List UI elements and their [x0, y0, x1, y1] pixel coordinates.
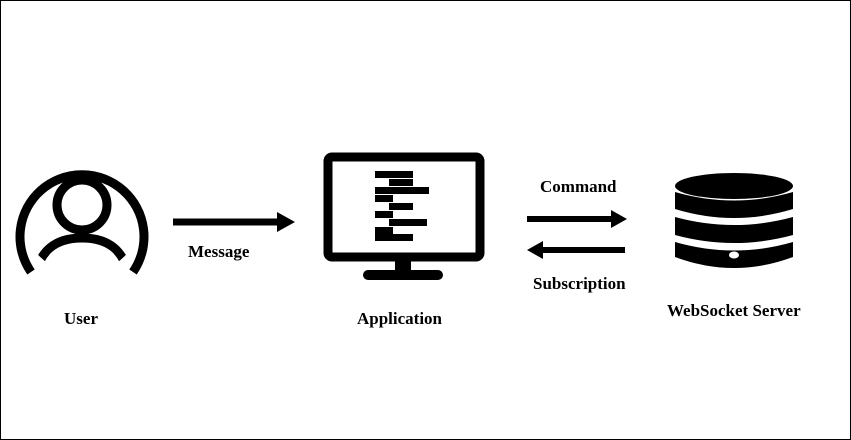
monitor-app-icon	[323, 152, 485, 280]
server-label: WebSocket Server	[667, 301, 801, 320]
database-server-icon	[675, 173, 793, 268]
subscription-arrow	[527, 241, 625, 259]
command-label: Command	[540, 177, 617, 196]
subscription-label: Subscription	[533, 274, 626, 293]
application-label: Application	[357, 309, 443, 328]
message-label: Message	[188, 242, 250, 261]
user-avatar-icon	[15, 170, 149, 275]
user-label: User	[64, 309, 98, 328]
command-arrow	[527, 210, 627, 228]
message-arrow	[173, 212, 295, 232]
